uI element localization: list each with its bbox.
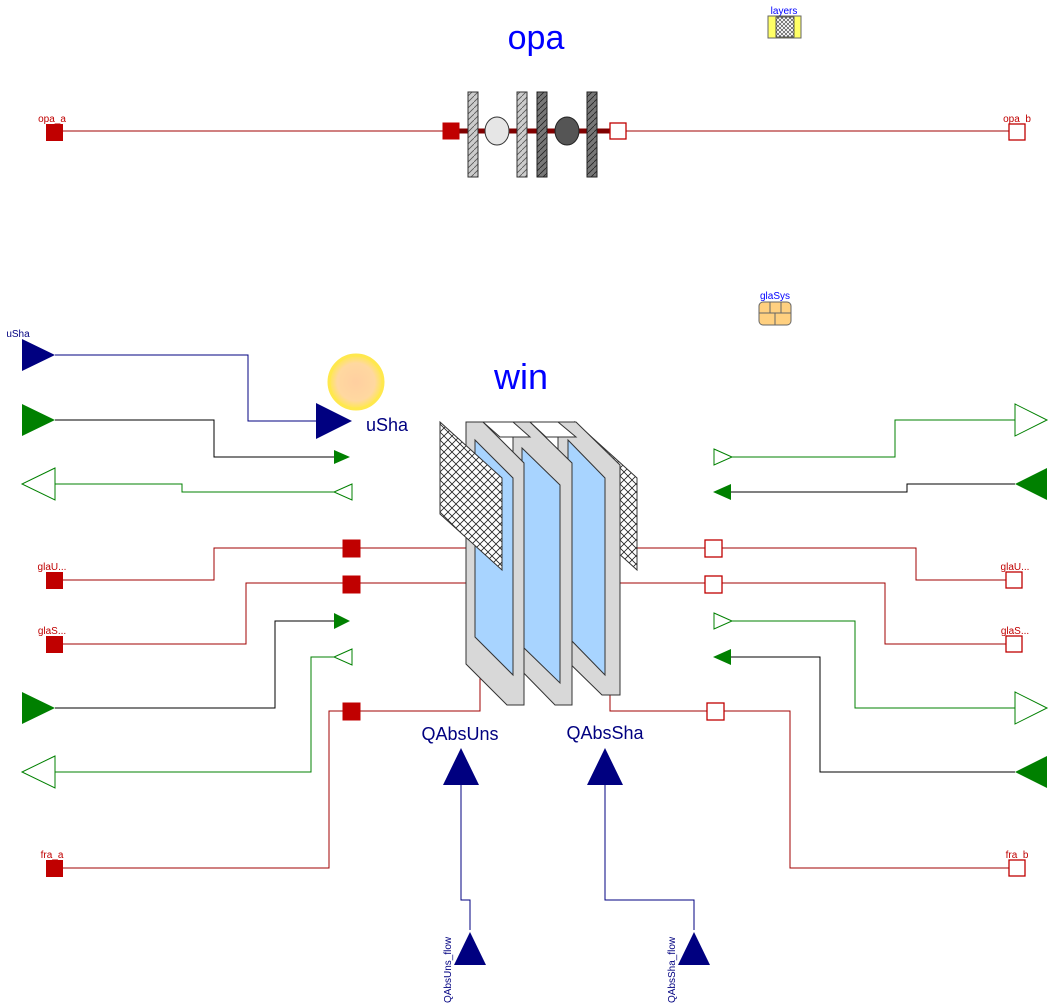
glasha-a-label: glaS... — [38, 626, 66, 637]
usha-wire — [55, 354, 322, 422]
glasha-a-wire — [55, 582, 350, 645]
glasha-b-wire — [722, 582, 1015, 645]
opa-port-b[interactable] — [609, 122, 627, 140]
right-green-output-1[interactable] — [1014, 403, 1049, 437]
fra-b-wire — [722, 710, 1015, 869]
glasha-a-port[interactable] — [46, 636, 63, 653]
opa-a-label: opa_a — [38, 114, 66, 125]
win-left-output-1[interactable] — [332, 483, 353, 501]
shade-front-icon — [439, 420, 503, 572]
glauns-b-port[interactable] — [1005, 571, 1023, 589]
opa-title: opa — [508, 19, 565, 57]
left-green-output-1[interactable] — [20, 467, 56, 501]
opa-layer-3 — [536, 91, 548, 178]
layers-label: layers — [771, 6, 798, 17]
usha-port[interactable] — [22, 339, 55, 371]
qabssha-flow-label: QAbsSha_flow — [667, 936, 678, 1003]
left-green-input-2[interactable] — [22, 692, 55, 724]
right-green-wire-3 — [730, 620, 1015, 709]
glauns-a-inner-port[interactable] — [342, 539, 361, 558]
fra-b-port[interactable] — [1008, 859, 1026, 877]
qabssha-input[interactable] — [587, 748, 623, 785]
opa-air-gap-2 — [554, 116, 580, 146]
win-left-input-2[interactable] — [334, 613, 350, 629]
opa-a-port[interactable] — [46, 124, 63, 141]
fra-a-inner — [350, 660, 481, 712]
opa-layer-2 — [516, 91, 528, 178]
layers-icon-hatch — [775, 16, 795, 38]
win-right-output-1[interactable] — [713, 448, 734, 466]
opa-port-a[interactable] — [442, 122, 460, 140]
glasha-a-inner-port[interactable] — [342, 575, 361, 594]
pane-3-glass — [567, 438, 606, 677]
opa-b-port[interactable] — [1008, 123, 1026, 141]
win-left-output-2[interactable] — [332, 648, 353, 666]
left-green-input-1[interactable] — [22, 404, 55, 436]
right-green-wire-4 — [730, 656, 1015, 773]
glauns-b-wire — [722, 547, 1015, 581]
left-green-wire-3 — [55, 620, 336, 709]
win-left-input-1[interactable] — [334, 450, 350, 464]
qabssha-wire — [604, 785, 695, 930]
right-green-wire-2 — [730, 483, 1015, 493]
right-green-wire-1 — [730, 419, 1015, 458]
fra-a-wire — [55, 710, 350, 869]
win-right-output-2[interactable] — [713, 612, 734, 630]
glasha-b-label: glaS... — [1001, 626, 1029, 637]
pane-2-glass — [521, 446, 561, 685]
usha-label: uSha — [6, 329, 30, 340]
layers-record[interactable]: layers — [767, 6, 802, 39]
glauns-b-inner-port[interactable] — [704, 539, 723, 558]
glauns-a-label: glaU... — [38, 562, 67, 573]
qabsuns-wire — [460, 785, 471, 930]
glasha-b-inner-port[interactable] — [704, 575, 723, 594]
glasys-record[interactable]: glaSys — [758, 291, 792, 326]
glasys-label: glaSys — [760, 291, 790, 302]
glauns-a-wire — [55, 547, 350, 581]
fra-a-port[interactable] — [46, 860, 63, 877]
fra-a-inner-port[interactable] — [342, 702, 361, 721]
right-green-input-2[interactable] — [1015, 756, 1047, 788]
win-right-input-2[interactable] — [713, 649, 731, 665]
glauns-b-label: glaU... — [1001, 562, 1030, 573]
left-green-wire-2 — [55, 483, 334, 493]
right-green-output-2[interactable] — [1014, 691, 1049, 725]
fra-b-label: fra_b — [1006, 850, 1029, 861]
usha-inner-label: uSha — [366, 415, 409, 435]
fra-a-label: fra_a — [41, 850, 64, 861]
opa-component[interactable]: opa — [442, 19, 627, 178]
pane-top-connector-2 — [528, 421, 578, 438]
qabsuns-label: QAbsUns — [421, 724, 498, 744]
glasha-b-port[interactable] — [1005, 635, 1023, 653]
opa-air-gap-1 — [484, 116, 510, 146]
qabssha-label: QAbsSha — [566, 723, 644, 743]
usha-inner-input[interactable] — [316, 403, 352, 439]
win-component[interactable]: win — [316, 353, 734, 785]
sun-icon — [327, 353, 385, 411]
right-green-input-1[interactable] — [1015, 468, 1047, 500]
opa-layer-1 — [467, 91, 479, 178]
opa-layer-4 — [586, 91, 598, 178]
qabsuns-flow-label: QAbsUns_flow — [443, 936, 454, 1003]
win-right-input-1[interactable] — [713, 484, 731, 500]
left-green-wire-4 — [55, 656, 334, 773]
win-title: win — [493, 356, 548, 397]
qabsuns-flow-port[interactable] — [454, 932, 486, 965]
outer-ports: opa_a opa_b uSha glaU... glaS... fra_a g… — [6, 114, 1049, 1003]
qabsuns-input[interactable] — [443, 748, 479, 785]
glauns-a-port[interactable] — [46, 572, 63, 589]
fra-b-inner — [609, 675, 712, 712]
qabssha-flow-port[interactable] — [678, 932, 710, 965]
left-green-wire-1 — [55, 419, 336, 458]
pane-top-connector-1 — [481, 421, 532, 438]
fra-b-inner-port[interactable] — [706, 702, 725, 721]
left-green-output-2[interactable] — [20, 755, 56, 789]
opa-b-label: opa_b — [1003, 114, 1031, 125]
wires — [55, 130, 1015, 930]
